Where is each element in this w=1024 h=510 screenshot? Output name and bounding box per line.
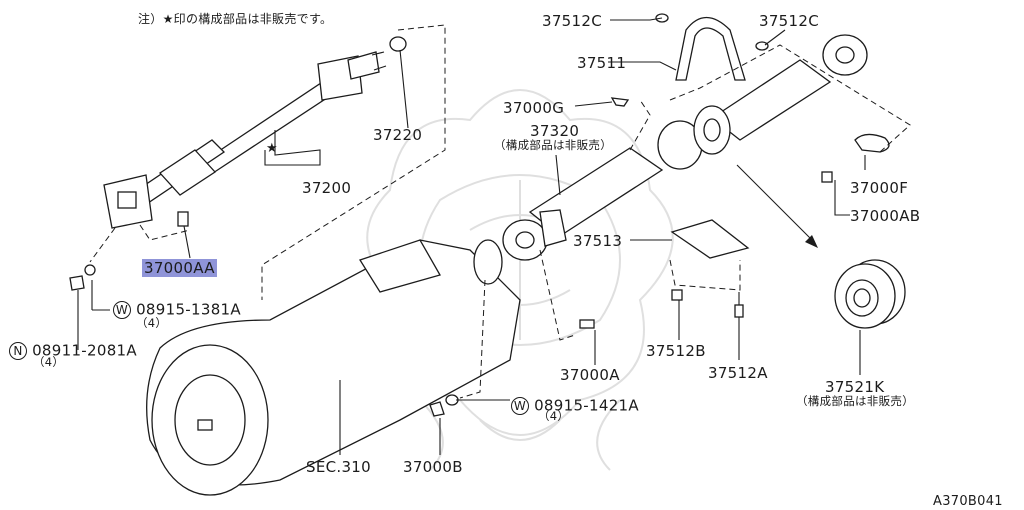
star-icon: ★ bbox=[266, 141, 278, 156]
qty-08915-1421a: （4） bbox=[538, 409, 570, 423]
note-text: 注）★印の構成部品は非販売です。 bbox=[138, 12, 333, 26]
bracket-37511 bbox=[610, 13, 769, 107]
support-37513 bbox=[670, 219, 750, 318]
part-number-08915-1381a: 08915-1381A bbox=[136, 300, 241, 319]
w-symbol-icon: W bbox=[113, 301, 131, 319]
part-note-37521k: （構成部品は非販売） bbox=[796, 394, 914, 408]
part-note-37320: （構成部品は非販売） bbox=[494, 138, 612, 152]
part-label-37512c-right[interactable]: 37512C bbox=[759, 12, 819, 30]
shaft-37320 bbox=[502, 34, 868, 261]
washer-label-08915-1381a[interactable]: W 08915-1381A bbox=[113, 301, 241, 319]
part-label-37000g[interactable]: 37000G bbox=[503, 99, 565, 117]
section-label-sec310[interactable]: SEC.310 bbox=[306, 458, 371, 476]
part-label-37521k[interactable]: 37521K bbox=[825, 378, 885, 396]
washer-label-08915-1421a[interactable]: W 08915-1421A bbox=[511, 397, 639, 415]
bearing-37521k bbox=[834, 259, 906, 329]
part-label-37320[interactable]: 37320 bbox=[530, 122, 580, 140]
w-symbol-icon: W bbox=[511, 397, 529, 415]
part-label-37000a[interactable]: 37000A bbox=[560, 366, 620, 384]
qty-08911-2081a: （4） bbox=[33, 355, 65, 369]
small-hardware bbox=[69, 211, 595, 417]
part-label-37220[interactable]: 37220 bbox=[373, 126, 423, 144]
nut-label-08911-2081a[interactable]: N 08911-2081A bbox=[9, 342, 137, 360]
dashed-lines bbox=[89, 24, 911, 399]
part-label-37200[interactable]: 37200 bbox=[302, 179, 352, 197]
transmission-body bbox=[146, 239, 521, 496]
part-label-37000ab[interactable]: 37000AB bbox=[850, 207, 921, 225]
diagram-id: A370B041 bbox=[933, 494, 1003, 509]
part-label-37000b[interactable]: 37000B bbox=[403, 458, 463, 476]
bracket-37000f bbox=[821, 133, 890, 183]
leader-lines bbox=[77, 17, 866, 455]
highlight-37000aa: 37000AA bbox=[142, 259, 217, 277]
part-label-37511[interactable]: 37511 bbox=[577, 54, 627, 72]
part-label-37000aa[interactable]: 37000AA bbox=[142, 259, 217, 277]
qty-08915-1381a: （4） bbox=[136, 316, 168, 330]
part-label-37512a[interactable]: 37512A bbox=[708, 364, 768, 382]
part-label-37512b[interactable]: 37512B bbox=[646, 342, 706, 360]
n-symbol-icon: N bbox=[9, 342, 27, 360]
part-label-37513[interactable]: 37513 bbox=[573, 232, 623, 250]
part-label-37000f[interactable]: 37000F bbox=[850, 179, 909, 197]
part-label-37512c-left[interactable]: 37512C bbox=[542, 12, 602, 30]
part-number-08915-1421a: 08915-1421A bbox=[534, 396, 639, 415]
part-number-08911-2081a: 08911-2081A bbox=[32, 341, 137, 360]
shaft-37200 bbox=[103, 36, 407, 229]
